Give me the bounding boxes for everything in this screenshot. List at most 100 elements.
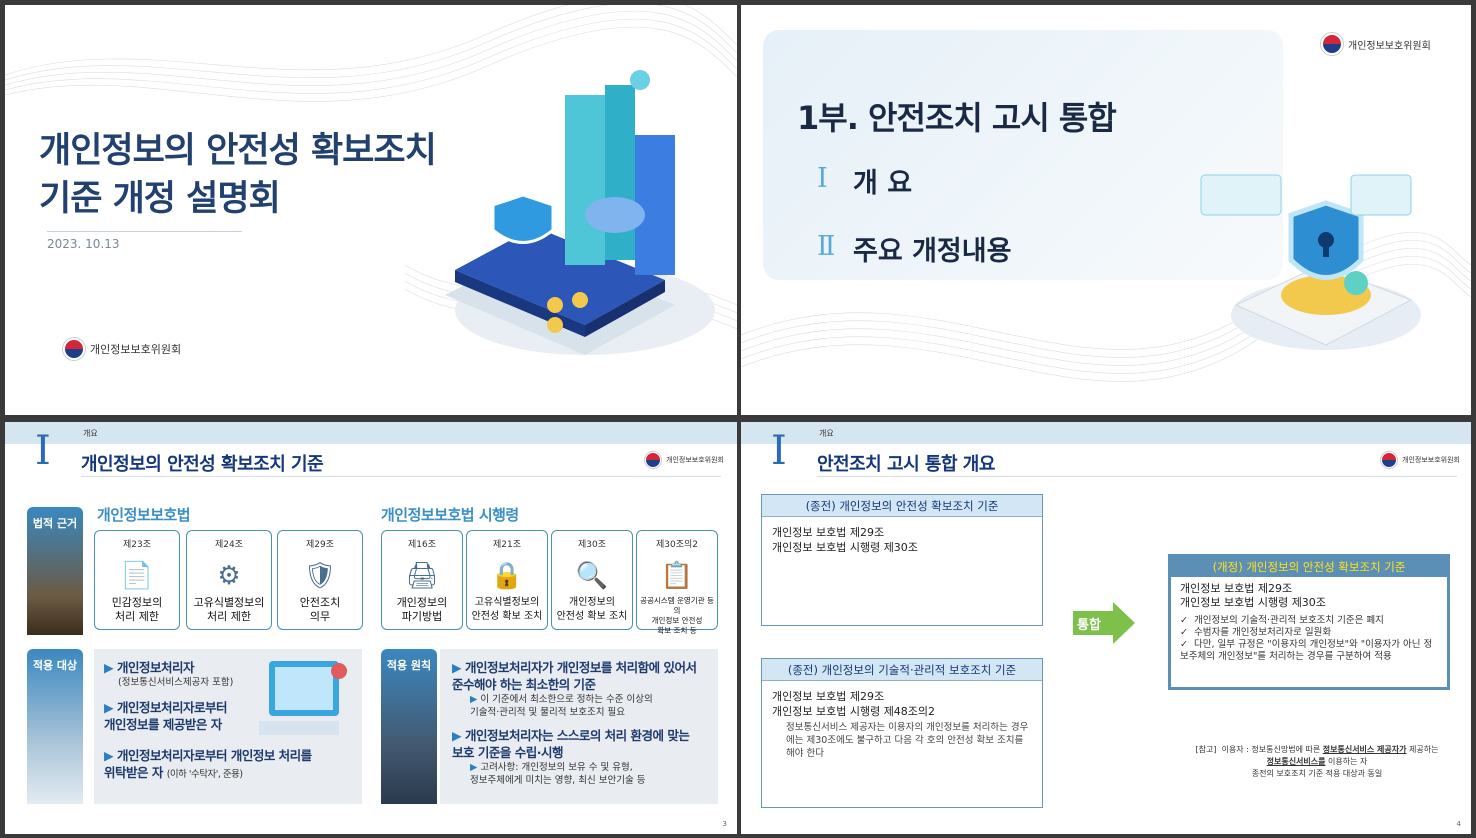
slide-title: 안전조치 고시 통합 개요 [817,454,995,475]
org-name: 개인정보보호위원회 [1402,456,1460,464]
article-label: 개인정보의 안전성 확보 조치 [556,597,628,622]
agenda-item-2[interactable]: 주요 개정내용 [853,236,1012,267]
old-standard-box-1: (종전) 개인정보의 안전성 확보조치 기준 개인정보 보호법 제29조 개인정… [761,494,1043,626]
law-line: 개인정보 보호법 제29조 [772,526,885,539]
article-number: 제21조 [492,540,521,550]
old-box-body: 개인정보 보호법 제29조 개인정보 보호법 시행령 제48조의2 정보통신서비… [762,681,1042,768]
agenda-num-2: Ⅱ [817,231,836,262]
agenda-panel [763,30,1283,280]
article-card-21: 제21조 🔒 고유식별정보의 안전성 확보 조치 [466,530,548,630]
computer-illustration [259,661,347,735]
article-card-29: 제29조 🛡 안전조치 의무 [277,530,363,630]
slide-title: 개인정보의 안전성 확보조치 기준 [81,454,324,475]
principle-box: ▶ 개인정보처리자가 개인정보를 처리함에 있어서 준수해야 하는 최소한의 기… [440,649,718,804]
slide-1-cover[interactable]: 개인정보의 안전성 확보조치 기준 개정 설명회 2023. 10.13 개인정… [5,5,737,415]
document-warning-icon: 📄 [120,561,154,591]
slide-3-overview[interactable]: 개요 I 개인정보의 안전성 확보조치 기준 개인정보보호위원회 법적 근거 적… [5,422,737,834]
check-text: 다만, 일부 규정은 "이용자의 개인정보"와 "이용자가 아닌 정보주체의 개… [1180,639,1433,662]
reference-note: [참고] 이용자 : 정보통신망법에 따른 정보통신서비스 제공자가 제공하는 … [1187,744,1447,780]
old-box-header: (종전) 개인정보의 안전성 확보조치 기준 [762,495,1042,517]
principle-sub-text: 이 기준에서 최소한으로 정하는 수준 이상의 기술적·관리적 및 물리적 보호… [470,694,653,718]
arrow-label: 통합 [1077,618,1101,633]
agenda-heading: 1부. 안전조치 고시 통합 [797,99,1117,137]
article-number: 제29조 [305,540,334,550]
target-box: ▶ 개인정보처리자 (정보통신서비스제공자 포함) ▶ 개인정보처리자로부터 개… [94,649,362,804]
old-standard-box-2: (종전) 개인정보의 기술적·관리적 보호조치 기준 개인정보 보호법 제29조… [761,658,1043,808]
principle-main: 개인정보처리자는 스스로의 처리 환경에 맞는 보호 기준을 수립·시행 [452,728,690,760]
note-text: 제공하는 [1406,745,1439,754]
divider [47,231,242,232]
slide-2-agenda[interactable]: 개인정보보호위원회 1부. 안전조치 고시 통합 Ⅰ 개 요 Ⅱ 주요 개정내용 [741,5,1471,415]
note-tag: [참고] [1195,745,1217,754]
principle-item: ▶ 개인정보처리자는 스스로의 처리 환경에 맞는 보호 기준을 수립·시행 [452,728,690,760]
section-roman: I [35,428,51,474]
check-item: ✓ 개인정보의 기술적·관리적 보호조치 기준은 폐지 [1180,615,1384,626]
law-line: 개인정보 보호법 제29조 [772,690,885,703]
law-title-decree: 개인정보보호법 시행령 [381,506,519,524]
slide-4-integration[interactable]: 개요 I 안전조치 고시 통합 개요 개인정보보호위원회 (종전) 개인정보의 … [741,422,1471,834]
note-text: 종전의 보호조치 기준 적용 대상과 동일 [1251,769,1383,778]
check-text: 수범자를 개인정보처리자로 일원화 [1194,627,1332,638]
section-label: 개요 [819,429,834,438]
shredder-icon: 🖨 [405,561,439,591]
divider [817,476,1457,477]
lock-screen-icon: 🔒 [490,561,524,591]
law-title-act: 개인정보보호법 [97,506,191,524]
principle-item: ▶ 개인정보처리자가 개인정보를 처리함에 있어서 준수해야 하는 최소한의 기… [452,660,697,692]
principle-main: 개인정보처리자가 개인정보를 처리함에 있어서 준수해야 하는 최소한의 기준 [452,660,697,692]
note-text: 이용자 : 정보통신망법에 따른 [1221,745,1323,754]
law-line: 개인정보 보호법 시행령 제48조의2 [772,705,936,718]
note-emphasis: 정보통신서비스 제공자가 [1322,745,1407,754]
old-box-header: (종전) 개인정보의 기술적·관리적 보호조치 기준 [762,659,1042,681]
section-roman: I [771,428,787,474]
new-box-body: 개인정보 보호법 제29조 개인정보 보호법 시행령 제30조 ✓ 개인정보의 … [1171,577,1447,668]
check-item: ✓ 수범자를 개인정보처리자로 일원화 [1180,627,1332,638]
divider [81,476,721,477]
side-label-legal: 법적 근거 [27,507,83,635]
article-card-23: 제23조 📄 민감정보의 처리 제한 [94,530,180,630]
principle-list: ▶ 개인정보처리자가 개인정보를 처리함에 있어서 준수해야 하는 최소한의 기… [452,659,716,787]
new-box-header: (개정) 개인정보의 안전성 확보조치 기준 [1171,557,1447,577]
target-sub: (이하 '수탁자', 준용) [166,769,243,780]
cover-title: 개인정보의 안전성 확보조치 기준 개정 설명회 [39,127,437,223]
page-number: 3 [722,820,727,828]
wave-decoration [741,232,1471,382]
law-line: 개인정보 보호법 제29조 [1180,582,1293,595]
clipboard-warning-icon: 📋 [660,561,694,591]
org-name: 개인정보보호위원회 [666,456,724,464]
id-card-icon: ⚙ [217,561,241,591]
article-label: 안전조치 의무 [299,596,341,623]
target-main: 개인정보처리자로부터 개인정보 처리를 위탁받은 자 [104,748,312,780]
law-line: 개인정보 보호법 시행령 제30조 [1180,596,1326,609]
taeguk-icon [1321,33,1343,55]
magnifier-doc-icon: 🔍 [575,561,609,591]
header-bar [741,422,1471,444]
target-item: ▶ 개인정보처리자 [104,660,194,675]
principle-sub-text: 고려사항: 개인정보의 보유 수 및 유형, 정보주체에게 미치는 영향, 최신… [470,762,646,786]
merge-arrow: 통합 [1073,602,1135,644]
lock-shield-illustration [1200,174,1421,350]
target-item: ▶ 개인정보처리자로부터 개인정보 처리를 위탁받은 자 (이하 '수탁자', … [104,748,312,780]
cover-date: 2023. 10.13 [47,237,120,251]
arrow-head [1113,602,1135,644]
check-text: 개인정보의 기술적·관리적 보호조치 기준은 폐지 [1194,615,1384,626]
article-label: 개인정보의 파기방법 [396,596,448,623]
article-label: 고유식별정보의 처리 제한 [193,596,265,623]
agenda-item-1[interactable]: 개 요 [853,168,913,199]
taeguk-icon [63,338,85,360]
security-illustration [445,70,715,355]
principle-sub: ▶ 이 기준에서 최소한으로 정하는 수준 이상의 기술적·관리적 및 물리적 … [470,694,653,718]
section-label: 개요 [83,429,98,438]
article-card-30-2: 제30조의2 📋 공공시스템 운영기관 등의 개인정보 안전성 확보 조치 등 [636,530,718,635]
taeguk-icon [1381,452,1397,468]
taeguk-icon [645,452,661,468]
agenda-num-1: Ⅰ [817,163,828,194]
law-line: 개인정보 보호법 시행령 제30조 [772,541,918,554]
side-label-principle: 적용 원칙 [381,649,437,804]
org-logo: 개인정보보호위원회 [1381,452,1460,468]
target-item: ▶ 개인정보처리자로부터 개인정보를 제공받은 자 [104,700,227,732]
org-logo: 개인정보보호위원회 [63,338,181,360]
note-text: 이용하는 자 [1325,757,1368,766]
article-number: 제30조 [577,540,606,550]
article-label: 고유식별정보의 안전성 확보 조치 [471,597,543,622]
